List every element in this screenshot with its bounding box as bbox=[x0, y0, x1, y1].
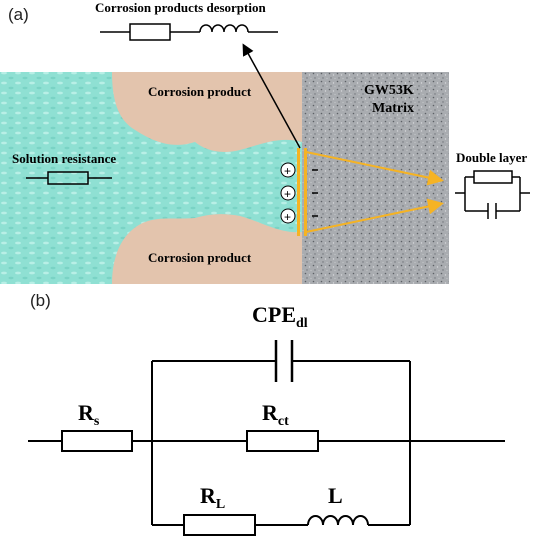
rct-label-main: R bbox=[262, 400, 279, 425]
desorption-circuit: Corrosion products desorption bbox=[95, 0, 278, 41]
l-inductor-icon bbox=[307, 515, 369, 526]
negative-charges bbox=[312, 169, 318, 217]
double-layer-resistor-icon bbox=[473, 170, 513, 184]
l-label: L bbox=[328, 483, 343, 508]
interface-bar-right bbox=[304, 148, 307, 236]
panel-b-label: (b) bbox=[30, 291, 51, 310]
rl-label-sub: L bbox=[216, 497, 225, 512]
positive-charges: + + + bbox=[280, 162, 296, 224]
solution-resistance-label: Solution resistance bbox=[12, 151, 116, 166]
cpe-label: CPEdl bbox=[252, 302, 308, 331]
double-layer-label: Double layer bbox=[456, 150, 527, 165]
rl-resistor-icon bbox=[183, 514, 256, 536]
matrix-label-line2: Matrix bbox=[372, 101, 414, 116]
desorption-resistor-icon bbox=[129, 23, 171, 41]
rl-label: RL bbox=[200, 483, 225, 512]
rct-resistor-icon bbox=[246, 430, 319, 452]
charge-3: + bbox=[284, 210, 291, 224]
rs-label-main: R bbox=[78, 400, 95, 425]
corrosion-product-top-label: Corrosion product bbox=[148, 84, 252, 99]
double-layer-circuit: Double layer bbox=[455, 150, 530, 219]
matrix-region bbox=[302, 72, 449, 284]
rl-label-main: R bbox=[200, 483, 217, 508]
double-layer-capacitor-icon bbox=[487, 203, 497, 219]
corrosion-product-top-region bbox=[112, 72, 302, 153]
double-layer-arrow-bottom bbox=[305, 198, 444, 233]
panel-a-label: (a) bbox=[8, 5, 29, 24]
corrosion-product-bottom-region bbox=[112, 214, 302, 284]
corrosion-product-bottom-label: Corrosion product bbox=[148, 250, 252, 265]
equivalent-circuit bbox=[28, 360, 505, 526]
interface-bar-left bbox=[297, 148, 300, 236]
charge-2: + bbox=[284, 187, 291, 201]
charge-1: + bbox=[284, 164, 291, 178]
rct-label-sub: ct bbox=[278, 414, 289, 429]
corrosion-scene: Corrosion product Corrosion product GW53… bbox=[0, 43, 449, 284]
desorption-arrow bbox=[242, 43, 301, 149]
double-layer-arrow-top bbox=[305, 151, 444, 186]
cpe-capacitor-icon bbox=[274, 340, 294, 382]
rs-label-sub: s bbox=[94, 414, 100, 429]
cpe-label-sub: dl bbox=[296, 316, 308, 331]
cpe-label-main: CPE bbox=[252, 302, 296, 327]
desorption-label: Corrosion products desorption bbox=[95, 0, 266, 15]
rs-label: Rs bbox=[78, 400, 100, 429]
rs-resistor-icon bbox=[61, 430, 133, 452]
rct-label: Rct bbox=[262, 400, 289, 429]
matrix-label-line1: GW53K bbox=[364, 83, 414, 98]
desorption-inductor-icon bbox=[199, 24, 249, 33]
